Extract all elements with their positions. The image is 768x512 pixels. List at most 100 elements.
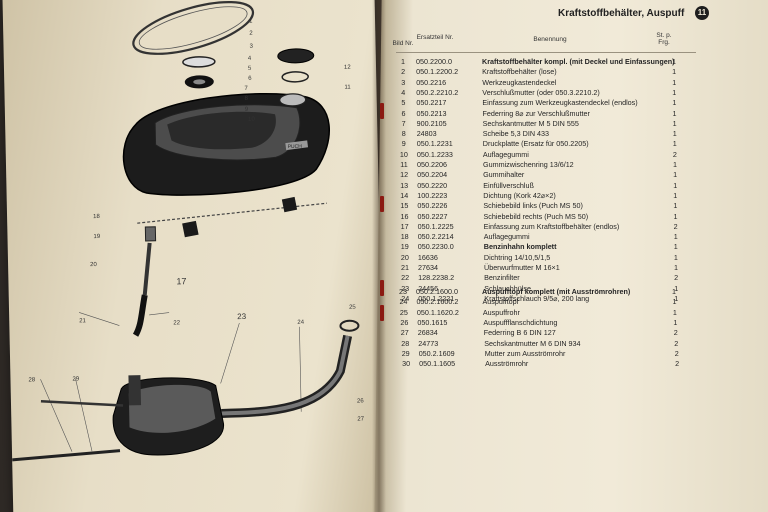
callout-25: 25 <box>349 305 356 311</box>
callout-23: 23 <box>237 312 247 321</box>
part-number-cell: 9 <box>401 139 406 149</box>
part-number-cell: 12 <box>400 170 409 180</box>
header-divider <box>396 52 696 53</box>
part-number-cell: 5 <box>401 98 406 108</box>
spare-part-number-cell: 050.1.2225 <box>417 221 454 231</box>
part-name-cell: Schlauchhülse <box>484 283 531 293</box>
quantity-cell: 1 <box>673 317 678 327</box>
spare-part-number-cell: 050.2206 <box>417 160 447 169</box>
quantity-cell: 1 <box>672 139 677 149</box>
part-name-cell: Gummizwischenring 13/6/12 <box>483 160 574 169</box>
part-number-cell: 15 <box>400 201 409 211</box>
part-name-cell: Mutter zum Ausströmrohr <box>484 348 566 358</box>
part-number-cell: 23 <box>399 287 407 296</box>
spare-part-number-cell: 050.2.1600.2 <box>416 297 459 307</box>
column-header-benennung: Benennung <box>533 36 567 43</box>
callout-5: 5 <box>248 66 252 72</box>
quantity-cell: 1 <box>674 263 678 272</box>
quantity-cell: 1 <box>673 211 678 221</box>
part-name-cell: Schiebebild rechts (Puch MS 50) <box>483 211 589 221</box>
spare-part-number-cell: 050.1.1605 <box>419 359 456 369</box>
callout-17: 17 <box>176 276 186 286</box>
spare-part-number-cell: 100.2223 <box>417 190 448 200</box>
cork-gasket-drawing <box>281 71 309 83</box>
part-name-cell: Dichtung (Kork 42⌀×2) <box>483 190 556 200</box>
part-number-cell: 20 <box>400 252 409 262</box>
callout-2: 2 <box>249 31 253 37</box>
quantity-cell: 1 <box>672 57 676 66</box>
part-number-cell: 8 <box>401 129 406 139</box>
fuel-hose-drawing <box>132 294 148 337</box>
part-name-cell: Auflagegummi <box>483 232 530 242</box>
part-number-cell: 22 <box>401 273 410 283</box>
part-name-cell: Auspufftopf <box>482 297 519 307</box>
callout-18: 18 <box>93 214 100 220</box>
quantity-cell: 1 <box>673 232 678 242</box>
callout-24: 24 <box>297 320 304 326</box>
svg-text:PUCH: PUCH <box>288 144 303 150</box>
quantity-cell: 2 <box>674 338 679 348</box>
spare-part-number-cell: 050.1.2200.2 <box>416 67 459 77</box>
lock-nut-drawing <box>182 56 216 68</box>
part-name-cell: Benzinfilter <box>484 273 520 283</box>
callout-8: 8 <box>245 96 249 102</box>
toolbox-lid-drawing <box>132 1 255 55</box>
callout-3: 3 <box>250 44 254 50</box>
callout-9: 9 <box>245 107 249 113</box>
mount-rubber-drawing <box>182 220 199 238</box>
quantity-cell: 2 <box>674 348 679 358</box>
callout-7: 7 <box>244 86 248 92</box>
quantity-cell: 1 <box>673 252 678 262</box>
quantity-cell: 1 <box>673 201 678 211</box>
quantity-cell: 1 <box>673 190 678 200</box>
quantity-cell: 1 <box>672 77 677 87</box>
spare-part-number-cell: 050.2216 <box>416 77 447 87</box>
quantity-cell: 1 <box>673 180 678 190</box>
binding-thread <box>380 280 384 296</box>
callout-22: 22 <box>173 320 180 326</box>
spare-part-number-cell: 050.2230.0 <box>417 242 454 252</box>
part-number-cell: 21 <box>401 263 409 272</box>
part-name-cell: Scheibe 5,3 DIN 433 <box>482 129 550 139</box>
callout-6: 6 <box>248 76 252 82</box>
part-number-cell: 7 <box>401 118 406 128</box>
part-number-cell: 23 <box>401 283 410 293</box>
part-name-cell: Federring 8⌀ zur Verschlußmutter <box>482 108 590 118</box>
part-name-cell: Schiebebild links (Puch MS 50) <box>483 201 583 211</box>
part-number-cell: 24 <box>401 293 410 303</box>
quantity-cell: 1 <box>672 118 677 128</box>
quantity-cell: 1 <box>672 297 677 307</box>
part-name-cell: Einfüllverschluß <box>483 180 534 190</box>
quantity-cell: 1 <box>673 242 678 252</box>
left-page-diagram: PUCH 1 2 3 4 <box>2 0 386 512</box>
column-header-stueck: St. p. Frg. <box>656 32 672 46</box>
filler-cap-drawing <box>277 48 315 64</box>
part-number-cell: 1 <box>401 57 405 66</box>
part-name-cell: Auspufftopf komplett (mit Ausströmrohren… <box>482 287 631 296</box>
callout-12: 12 <box>344 65 351 71</box>
quantity-cell: 1 <box>672 108 677 118</box>
callout-27: 27 <box>357 416 364 422</box>
binding-thread <box>380 103 384 119</box>
spare-part-number-cell: 050.1.2231 <box>416 139 453 149</box>
part-number-cell: 16 <box>400 211 409 221</box>
part-name-cell: Auspuffflanschdichtung <box>483 317 558 327</box>
part-name-cell: Sechskantmutter M 5 DIN 555 <box>482 118 579 128</box>
part-number-cell: 17 <box>400 221 409 231</box>
spare-part-number-cell: 128.2238.2 <box>418 273 455 283</box>
quantity-cell: 2 <box>674 273 679 283</box>
quantity-cell: 1 <box>674 283 679 293</box>
